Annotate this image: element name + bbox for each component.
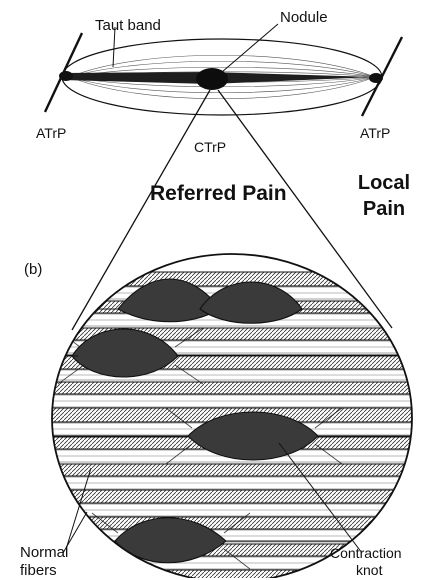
local-pain-label-line-2: Pain [350, 198, 418, 220]
normal-fibers-label-line-2: fibers [20, 563, 57, 580]
referred-pain-label: Referred Pain [150, 182, 287, 205]
taut-band-label: Taut band [95, 18, 161, 35]
atrp-left-label: ATrP [36, 126, 66, 141]
contraction-knot-label-line-2: knot [356, 563, 382, 578]
local-pain-label-line-1: Local [350, 172, 418, 194]
ctrp-label: CTrP [194, 140, 226, 155]
atrp-right-label: ATrP [360, 126, 390, 141]
panel-b-label: (b) [24, 262, 42, 279]
contraction-knot-label-line-1: Contraction [330, 546, 402, 561]
normal-fibers-label-line-1: Normal [20, 545, 68, 562]
nodule-label: Nodule [280, 10, 328, 27]
